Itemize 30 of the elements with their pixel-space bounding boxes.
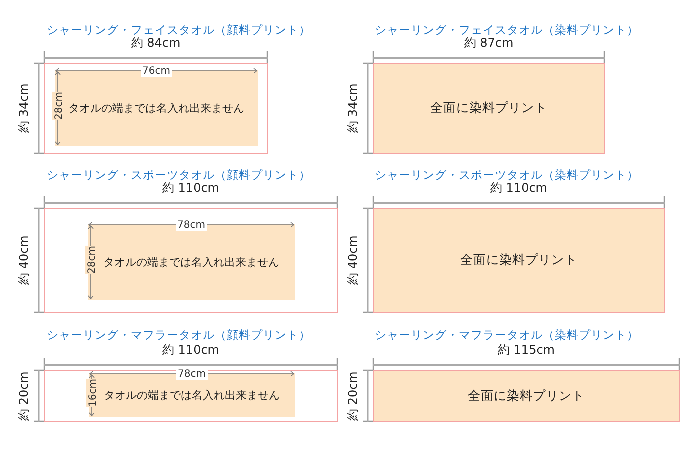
dimension-label: 約 40cm (17, 234, 31, 288)
print-area (374, 209, 664, 312)
print-area (374, 371, 679, 421)
towel-heading: シャーリング・フェイスタオル（染料プリント） (375, 23, 639, 37)
dimension-label: 78cm (176, 220, 208, 231)
dimension-label: 78cm (176, 369, 208, 380)
dimension-label: 約 115cm (496, 343, 556, 357)
dimension-label: 約 110cm (489, 181, 548, 195)
towel-heading: シャーリング・マフラータオル（顔料プリント） (47, 328, 311, 342)
print-area (374, 64, 604, 153)
dimension-label: 約 87cm (463, 36, 515, 50)
print-note: タオルの端までは名入れ出来ません (104, 388, 280, 402)
dimension-label: 約 34cm (17, 82, 31, 136)
dimension-label: 76cm (140, 66, 172, 77)
towel-heading: シャーリング・スポーツタオル（染料プリント） (375, 168, 639, 182)
dimension-label: 約 84cm (130, 36, 182, 50)
dimension-label: 約 34cm (346, 82, 360, 136)
print-note: 全面に染料プリント (468, 388, 585, 404)
dimension-label: 約 40cm (346, 234, 360, 288)
print-note: 全面に染料プリント (460, 252, 578, 269)
dimension-label: 約 20cm (346, 370, 360, 422)
dimension-label: 約 20cm (17, 370, 31, 422)
towel-heading: シャーリング・マフラータオル（染料プリント） (375, 328, 639, 342)
dimension-label: 約 110cm (161, 343, 220, 357)
print-note: タオルの端までは名入れ出来ません (68, 100, 244, 116)
towel-heading: シャーリング・フェイスタオル（顔料プリント） (47, 23, 311, 37)
dimension-label: 約 110cm (161, 181, 220, 195)
towel-heading: シャーリング・スポーツタオル（顔料プリント） (47, 168, 311, 182)
print-note: タオルの端までは名入れ出来ません (104, 254, 280, 270)
print-note: 全面に染料プリント (430, 100, 548, 117)
